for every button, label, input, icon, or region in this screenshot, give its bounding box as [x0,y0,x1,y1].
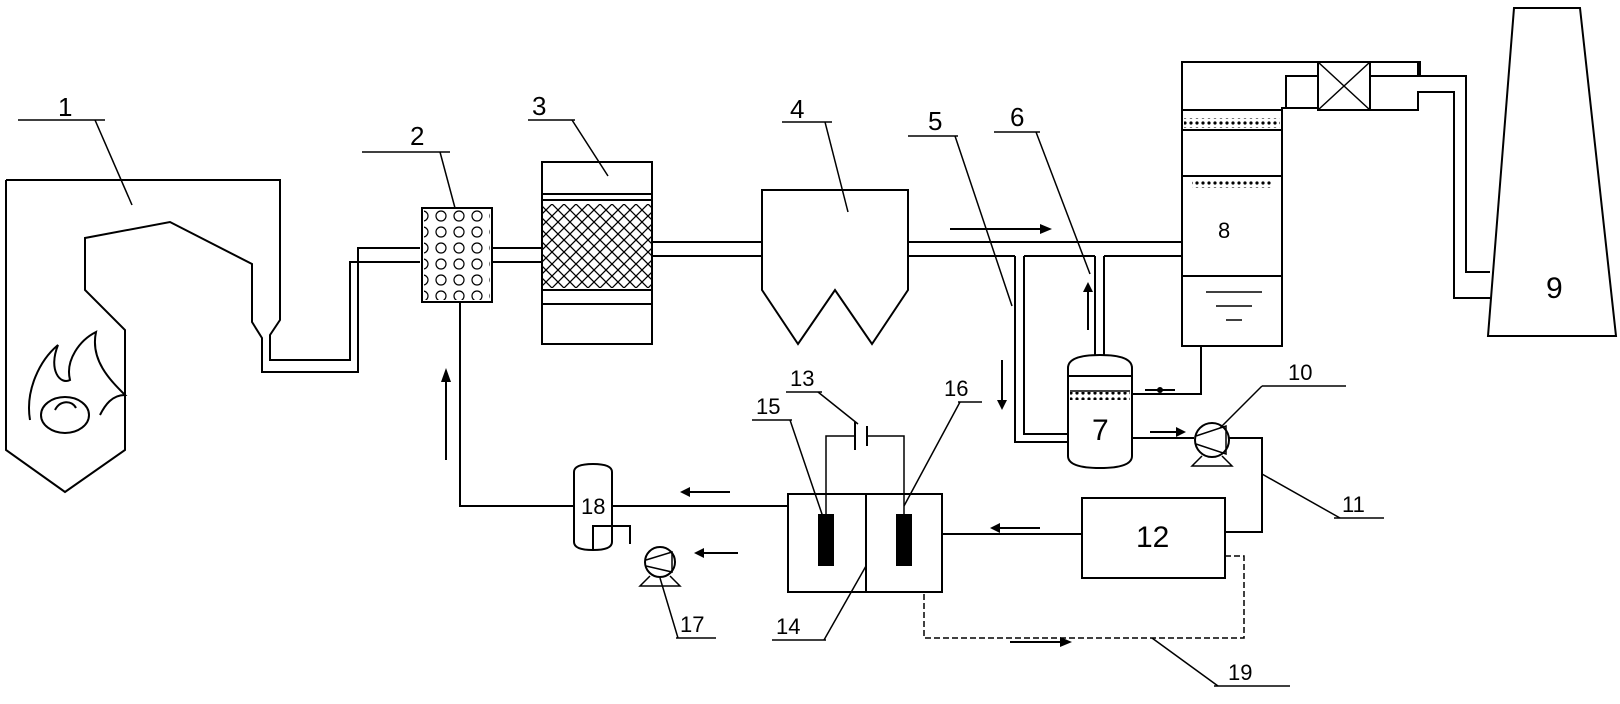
label-13: 13 [790,366,814,391]
arrow-icon [694,548,738,558]
label-11: 11 [1342,492,1365,517]
label-8: 8 [1218,218,1230,243]
label-9: 9 [1546,272,1563,305]
separator-tank: 7 [1067,353,1133,470]
arrow-icon [441,368,451,460]
arrow-icon [680,487,730,497]
arrow-icon [990,523,1040,533]
pump-icon [1190,422,1234,467]
label-16: 16 [944,376,968,401]
label-3: 3 [532,91,546,121]
label-4: 4 [790,94,804,124]
label-15: 15 [756,394,780,419]
treatment-unit: 12 [1081,497,1226,579]
flame-icon [28,330,128,434]
label-5: 5 [928,106,942,136]
label-18: 18 [581,494,605,519]
arrow-icon [1150,427,1186,437]
label-1: 1 [58,92,72,122]
arrow-icon [997,360,1007,410]
label-7: 7 [1092,414,1109,447]
pump-icon [638,546,682,587]
dust-collector: 4 [761,94,909,346]
arrow-icon [1145,387,1175,393]
arrow-icon [1083,282,1093,330]
outlet-damper [1317,61,1371,111]
boiler: 1 [5,92,420,494]
storage-tank: 18 [573,462,613,552]
electrolytic-cell: 13 15 16 14 [752,366,982,641]
arrow-icon [950,224,1052,234]
absorption-tower: 8 [1181,61,1421,347]
label-19: 19 [1228,660,1252,685]
arrow-icon [1010,637,1072,647]
chimney-stack: 9 [1486,7,1618,337]
heat-exchanger: 2 [362,121,493,303]
label-14: 14 [776,614,800,639]
label-2: 2 [410,121,424,151]
scr-reactor: 3 [528,91,653,345]
label-12: 12 [1136,521,1169,554]
label-6: 6 [1010,102,1024,132]
label-17: 17 [680,612,704,637]
label-10: 10 [1288,360,1312,385]
